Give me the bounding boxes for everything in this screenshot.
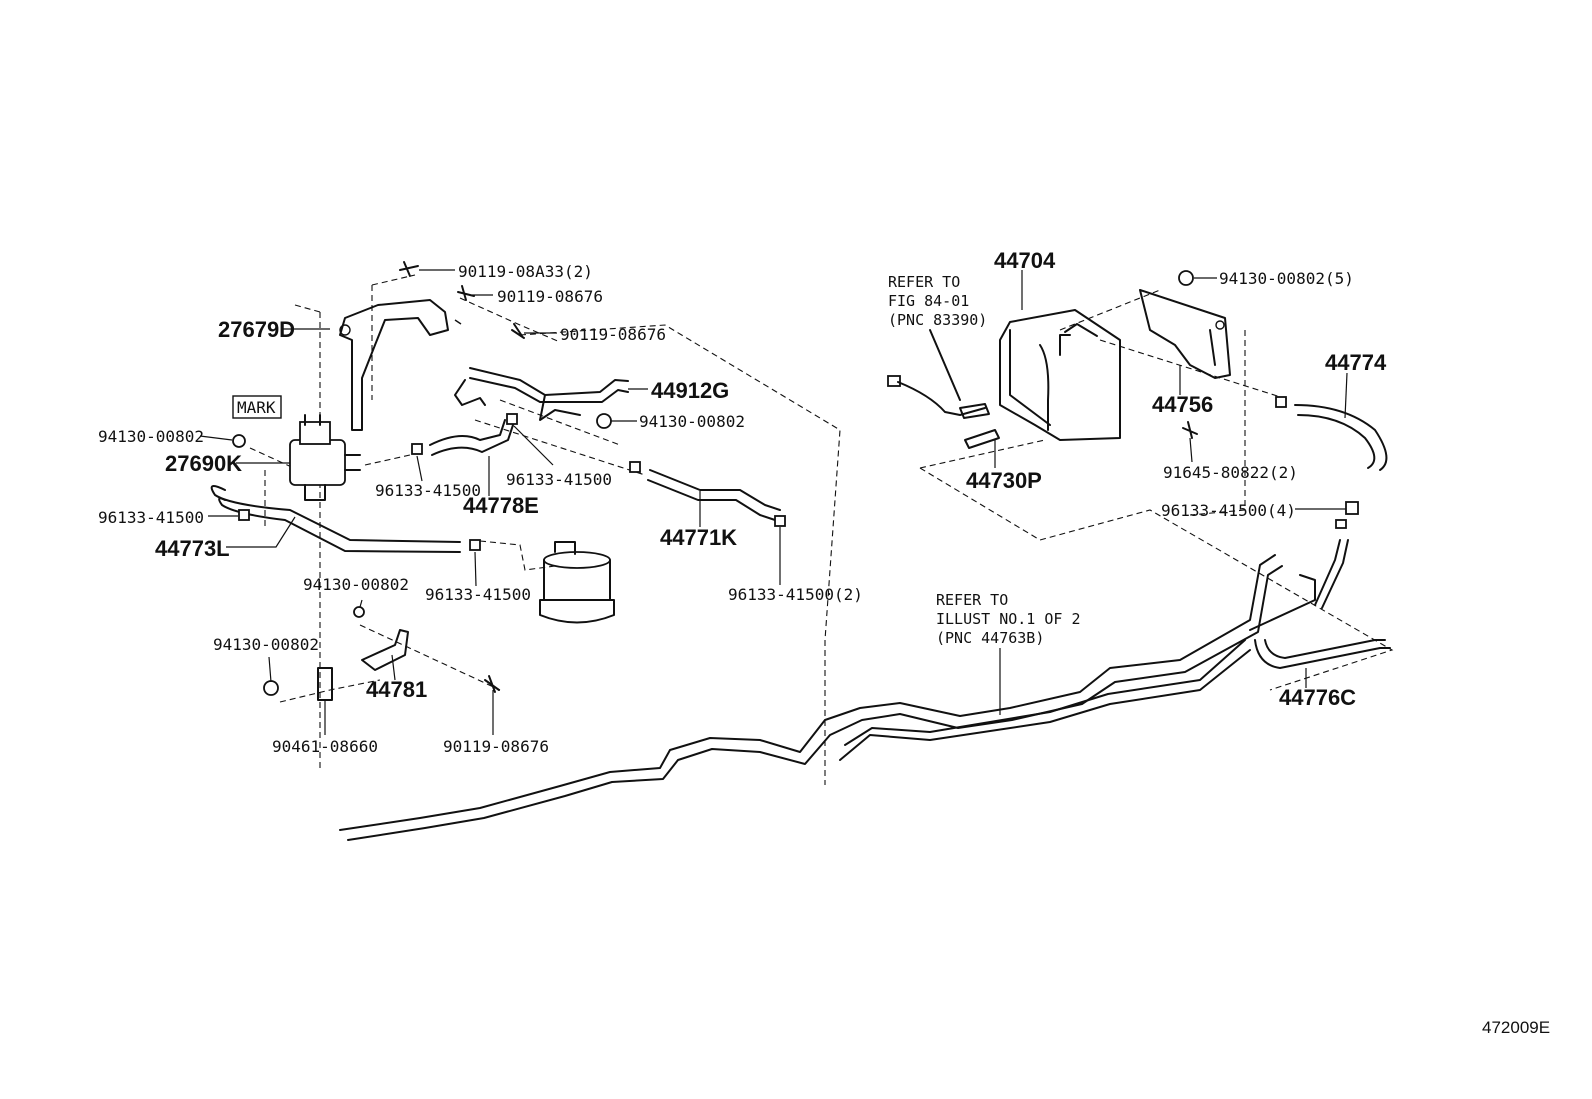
- bracket-44756[interactable]: [1139, 289, 1231, 379]
- label-44773l[interactable]: 44773L: [155, 536, 230, 561]
- label-90119-08676-c[interactable]: 90119-08676: [443, 737, 549, 756]
- fuel-vapor-pipe-run[interactable]: [339, 539, 1349, 841]
- nut-94130-00802-5[interactable]: [1178, 270, 1194, 286]
- label-44704[interactable]: 44704: [994, 248, 1056, 273]
- clip-96133-41500-d[interactable]: [629, 461, 641, 473]
- label-94130-00802-5[interactable]: 94130-00802(5): [1219, 269, 1354, 288]
- bolt-90119-08676-b[interactable]: [511, 323, 525, 339]
- label-44778e[interactable]: 44778E: [463, 493, 539, 518]
- label-90119-08a33[interactable]: 90119-08A33(2): [458, 262, 593, 281]
- charcoal-canister-44704[interactable]: [999, 309, 1121, 441]
- pipe-44912g[interactable]: [454, 367, 629, 421]
- label-94130-00802-b[interactable]: 94130-00802: [639, 412, 745, 431]
- hose-44771k[interactable]: [647, 469, 781, 521]
- label-96133-41500-4[interactable]: 96133-41500(4): [1161, 501, 1296, 520]
- bolt-90119-08676-c[interactable]: [484, 675, 500, 693]
- hose-44778e[interactable]: [429, 419, 514, 456]
- label-27679d[interactable]: 27679D: [218, 317, 295, 342]
- label-44771k[interactable]: 44771K: [660, 525, 737, 550]
- bolt-91645-80822[interactable]: [1182, 421, 1198, 439]
- sensor-44730p[interactable]: [887, 329, 1000, 449]
- hose-44773l[interactable]: [210, 485, 461, 553]
- clip-96133-41500-a[interactable]: [238, 509, 250, 521]
- label-44730p[interactable]: 44730P: [966, 468, 1042, 493]
- label-96133-41500-c[interactable]: 96133-41500: [506, 470, 612, 489]
- bolt-90119-08a33[interactable]: [399, 261, 419, 277]
- hose-44774[interactable]: [1294, 404, 1388, 471]
- refer-fig-line-3: (PNC 83390): [888, 311, 987, 329]
- label-mark: MARK: [237, 398, 276, 417]
- nut-94130-00802-a[interactable]: [232, 434, 246, 448]
- vsv-27690k[interactable]: [289, 414, 361, 501]
- label-44756[interactable]: 44756: [1152, 392, 1213, 417]
- label-90461-08660[interactable]: 90461-08660: [272, 737, 378, 756]
- refer-illust-line-3: (PNC 44763B): [936, 629, 1044, 647]
- refer-fig-line-1: REFER TO: [888, 273, 960, 291]
- label-44781[interactable]: 44781: [366, 677, 427, 702]
- label-94130-00802-d[interactable]: 94130-00802: [213, 635, 319, 654]
- label-91645-80822[interactable]: 91645-80822(2): [1163, 463, 1298, 482]
- label-27690k[interactable]: 27690K: [165, 451, 242, 476]
- canister-filter[interactable]: [539, 541, 615, 624]
- hose-44776c[interactable]: [1254, 639, 1391, 669]
- refer-illust-line-1: REFER TO: [936, 591, 1008, 609]
- label-44776c[interactable]: 44776C: [1279, 685, 1356, 710]
- label-96133-41500-d[interactable]: 96133-41500: [425, 585, 531, 604]
- refer-fig-line-2[interactable]: FIG 84-01: [888, 292, 969, 310]
- refer-illust-line-2[interactable]: ILLUST NO.1 OF 2: [936, 610, 1081, 628]
- bolt-90119-08676-a[interactable]: [457, 285, 475, 301]
- clip-96133-41500-e[interactable]: [1275, 396, 1287, 408]
- label-94130-00802-c[interactable]: 94130-00802: [303, 575, 409, 594]
- nut-94130-00802-d[interactable]: [263, 680, 279, 696]
- nut-94130-00802-b[interactable]: [596, 413, 612, 429]
- clip-96133-41500-4[interactable]: [1335, 501, 1359, 529]
- bracket-44781[interactable]: [317, 629, 409, 701]
- clip-96133-41500-c[interactable]: [506, 413, 518, 425]
- label-94130-00802-a[interactable]: 94130-00802: [98, 427, 204, 446]
- nut-94130-00802-c[interactable]: [353, 606, 365, 618]
- label-96133-41500-2[interactable]: 96133-41500(2): [728, 585, 863, 604]
- diagram-code: 472009E: [1482, 1018, 1550, 1037]
- label-44912g[interactable]: 44912G: [651, 378, 729, 403]
- label-90119-08676-b[interactable]: 90119-08676: [560, 325, 666, 344]
- clip-96133-41500-2[interactable]: [774, 515, 786, 527]
- assembly-dashed-lines: [249, 274, 1394, 785]
- label-44774[interactable]: 44774: [1325, 350, 1387, 375]
- part-labels: 90119-08A33(2) 90119-08676 90119-08676 2…: [98, 248, 1550, 1037]
- leader-lines: [199, 269, 1348, 735]
- label-96133-41500-a[interactable]: 96133-41500: [98, 508, 204, 527]
- mark-box: [232, 395, 282, 419]
- bracket-27679d[interactable]: [339, 299, 462, 431]
- label-90119-08676-a[interactable]: 90119-08676: [497, 287, 603, 306]
- clip-96133-41500-f[interactable]: [469, 539, 481, 551]
- clip-96133-41500-b[interactable]: [411, 443, 423, 455]
- label-96133-41500-b[interactable]: 96133-41500: [375, 481, 481, 500]
